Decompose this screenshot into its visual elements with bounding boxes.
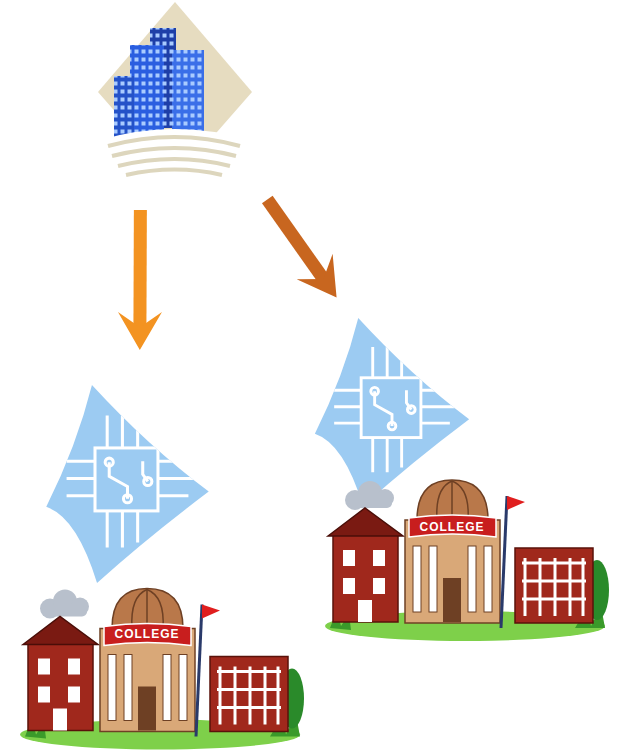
arrow-shaft — [267, 200, 325, 283]
college-node: COLLEGE — [312, 318, 612, 643]
college-node: COLLEGE — [20, 385, 305, 753]
building-node — [100, 0, 250, 175]
college-clipart — [20, 589, 304, 750]
city-building-icon — [98, 2, 252, 182]
arrow-head — [118, 312, 162, 350]
circuit-chip-icon — [315, 318, 469, 506]
circuit-chip-icon — [46, 385, 208, 583]
arrow-head — [297, 254, 337, 298]
college-clipart — [325, 480, 609, 641]
arrow-connector — [118, 210, 162, 350]
arrow-connector — [267, 200, 336, 298]
arrow-shaft — [133, 210, 146, 331]
banner-text: COLLEGE — [419, 521, 484, 533]
banner-text: COLLEGE — [114, 628, 179, 640]
